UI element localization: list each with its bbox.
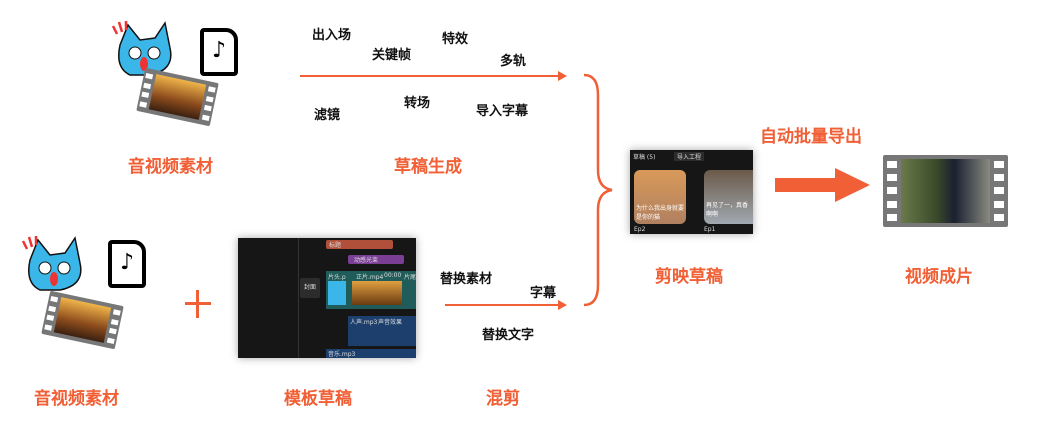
effect-track[interactable]: 动感光束	[348, 255, 404, 264]
feature-label: 出入场	[312, 28, 352, 43]
top-source-label: 音视频素材	[128, 157, 213, 177]
import-project-button[interactable]: 导入工程	[674, 152, 705, 161]
draft-item[interactable]: 为什么我出身就要是你的猫	[634, 170, 686, 224]
bottom-process-label: 混剪	[486, 389, 520, 409]
output-video-film-icon	[883, 155, 1008, 227]
draft-screenshot: 草稿 (5) 导入工程 为什么我出身就要是你的猫 Ep2 再见了一，真香啊啊 E…	[630, 150, 753, 234]
feature-label: 替换素材	[440, 272, 493, 287]
draft-label: 剪映草稿	[655, 267, 723, 287]
feature-label: 导入字幕	[476, 104, 529, 119]
clip-time: 00:00	[384, 272, 402, 279]
template-label: 模板草稿	[284, 389, 352, 409]
clip-head[interactable]: 片头.p	[328, 274, 346, 281]
clip-main[interactable]: 正片.mp4	[356, 274, 384, 281]
cat-sticker-icon	[21, 236, 82, 291]
output-label: 视频成片	[905, 267, 973, 287]
feature-label: 关键帧	[372, 48, 412, 63]
cover-button[interactable]: 封面	[300, 278, 320, 298]
clip-tail[interactable]: 片尾	[404, 274, 416, 281]
template-draft-screenshot: 封面 标题 动感光束 片头.p 正片.mp4 00:00 片尾 人声.mp3 声…	[238, 238, 416, 358]
title-track[interactable]: 标题	[326, 240, 393, 249]
music-audio-clip[interactable]: 音乐.mp3	[326, 349, 416, 358]
draft-header: 草稿 (5)	[633, 154, 656, 161]
bottom-source-label: 音视频素材	[34, 389, 119, 409]
audio-file-icon: ♪	[108, 240, 146, 288]
voice-audio-clip[interactable]: 人声.mp3	[350, 319, 378, 326]
draft-item-name: Ep2	[634, 226, 646, 233]
export-label: 自动批量导出	[760, 127, 862, 147]
draft-item[interactable]: 再见了一，真香啊啊	[704, 170, 753, 224]
feature-label: 转场	[404, 96, 431, 111]
feature-label: 特效	[442, 32, 469, 47]
feature-label: 替换文字	[482, 328, 535, 343]
merge-bracket	[583, 73, 613, 307]
fx-audio-clip[interactable]: 声音效果	[378, 319, 403, 326]
feature-label: 字幕	[530, 286, 557, 301]
top-process-label: 草稿生成	[394, 157, 462, 177]
feature-label: 滤镜	[314, 108, 341, 123]
export-arrow	[775, 178, 837, 192]
audio-file-icon: ♪	[200, 28, 238, 76]
draft-item-name: Ep1	[704, 226, 716, 233]
feature-label: 多轨	[500, 54, 527, 69]
